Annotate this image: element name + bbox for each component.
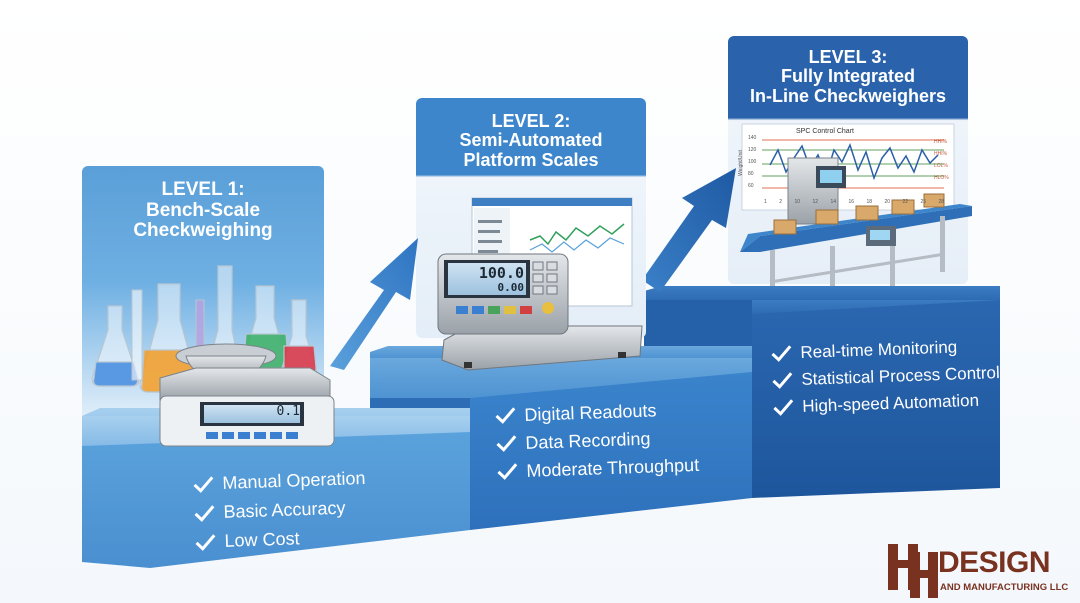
level3-title-line1: LEVEL 3:	[808, 47, 888, 67]
check-icon	[773, 398, 794, 416]
spc-xtick: 20	[884, 199, 890, 205]
spc-limit-label: LOL%	[934, 163, 948, 169]
spc-ytick: 60	[748, 183, 754, 189]
level3-title: LEVEL 3: Fully Integrated In-Line Checkw…	[728, 47, 968, 106]
level1-block	[82, 432, 470, 568]
spc-chart-title: SPC Control Chart	[796, 128, 854, 135]
level1-feature-list: Manual Operation Basic Accuracy Low Cost	[192, 464, 368, 557]
level1-feature-label: Low Cost	[224, 528, 300, 551]
level3-feature: High-speed Automation	[772, 386, 1001, 421]
spc-xtick: 25	[920, 199, 926, 205]
level2-feature: Digital Readouts	[494, 395, 698, 430]
spc-xtick: 18	[866, 199, 872, 205]
level2-title: LEVEL 2: Semi-Automated Platform Scales	[416, 111, 646, 170]
logo-main-text: DESIGN	[938, 546, 1051, 579]
level1-title-line3: Checkweighing	[133, 220, 273, 242]
check-icon	[771, 344, 792, 362]
level2-title-line3: Platform Scales	[463, 149, 599, 170]
level2-scale-display-top: 100.0	[478, 264, 524, 282]
check-icon	[193, 475, 214, 493]
level2-feature: Data Recording	[495, 423, 699, 458]
level3-feature-list: Real-time Monitoring Statistical Process…	[770, 332, 1001, 421]
spc-ytick: 100	[748, 159, 757, 165]
level2-feature-list: Digital Readouts Data Recording Moderate…	[494, 395, 700, 486]
company-logo: DESIGN AND MANUFACTURING LLC	[888, 540, 1068, 598]
level1-scale-display: 0.1	[276, 404, 300, 419]
spc-yticks: 140 120 100 80 60	[748, 132, 756, 192]
check-icon	[195, 533, 216, 551]
level1-title-line2: Bench-Scale	[145, 199, 261, 221]
spc-xtick: 12	[812, 199, 818, 205]
level1-title: LEVEL 1: Bench-Scale Checkweighing	[82, 179, 324, 242]
spc-chart-ylabel: Weight/Unit	[737, 150, 744, 176]
spc-xtick: 22	[902, 199, 908, 205]
level3-block	[752, 300, 1000, 498]
level1-feature-label: Basic Accuracy	[223, 497, 346, 522]
spc-limit-label: HHI%	[934, 151, 948, 157]
arrow-2-to-3	[642, 168, 736, 292]
level3-title-line2: Fully Integrated	[780, 66, 915, 87]
level2-scale-display-bottom: 0.00	[497, 281, 525, 294]
level2-feature-label: Data Recording	[525, 428, 651, 453]
logo-sub-text: AND MANUFACTURING LLC	[940, 582, 1069, 593]
level1-feature: Low Cost	[194, 522, 368, 557]
level2-block	[470, 372, 752, 530]
spc-xtick: 1	[764, 199, 767, 205]
spc-xtick: 10	[794, 199, 800, 205]
level3-title-line3: In-Line Checkweighers	[749, 85, 947, 106]
level2-title-line2: Semi-Automated	[459, 130, 603, 151]
level1-feature: Basic Accuracy	[193, 493, 367, 528]
check-icon	[194, 504, 215, 522]
check-icon	[497, 463, 518, 480]
spc-xtick: 16	[848, 199, 854, 205]
check-icon	[496, 435, 517, 452]
spc-limit-labels: HHI% HHI% LOL% HLO%	[934, 136, 949, 184]
logo-mark	[888, 544, 938, 598]
level1-title-line1: LEVEL 1:	[161, 179, 245, 200]
spc-ytick: 140	[748, 135, 757, 141]
spc-limit-label: HHI%	[934, 139, 948, 145]
spc-ytick: 80	[748, 171, 754, 177]
spc-xticks: 1 2 10 12 14 16 18 20 22 25 28	[764, 199, 944, 205]
level3-feature: Statistical Process Control	[771, 359, 1000, 394]
check-icon	[772, 371, 793, 389]
spc-xtick: 28	[938, 199, 944, 205]
spc-limit-label: HLO%	[934, 175, 949, 181]
arrow-1-to-2	[330, 238, 418, 370]
spc-xtick: 14	[830, 199, 836, 205]
level3-feature: Real-time Monitoring	[770, 332, 999, 367]
level1-feature: Manual Operation	[192, 464, 366, 499]
spc-ytick: 120	[748, 147, 757, 153]
level2-title-line1: LEVEL 2:	[491, 111, 571, 131]
level2-feature: Moderate Throughput	[496, 451, 700, 486]
check-icon	[495, 407, 516, 424]
spc-xtick: 2	[779, 199, 782, 205]
